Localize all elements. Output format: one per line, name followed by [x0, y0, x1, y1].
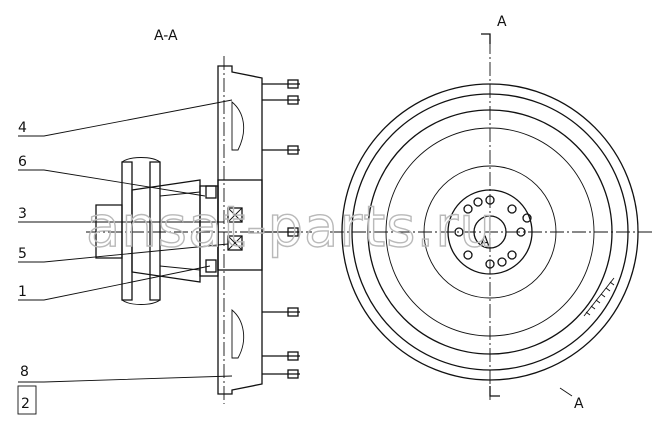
scale-marks: [583, 277, 615, 317]
cut-marker-bottom-tick: [489, 386, 500, 397]
section-title: A-A: [154, 28, 178, 44]
callout-6: 6: [18, 154, 27, 170]
section-view: A-A: [17, 28, 312, 415]
callout-3: 3: [18, 206, 27, 222]
cut-marker-top: A: [497, 14, 507, 30]
cut-arrow-bottom: [559, 387, 573, 397]
front-view: A A: [330, 14, 652, 412]
callout-4: 4: [18, 120, 27, 136]
callout-leaders: [17, 99, 233, 415]
callout-1: 1: [18, 284, 27, 300]
callout-5: 5: [18, 246, 27, 262]
center-marker: A: [480, 234, 490, 250]
cut-marker-bottom: A: [574, 396, 584, 412]
bearing-assembly: [199, 185, 243, 277]
wheel-plate-section: [217, 65, 263, 395]
callout-8: 8: [20, 364, 29, 380]
cut-marker-top-tick: [481, 33, 491, 44]
callout-2: 2: [21, 396, 30, 412]
watermark: ansat-parts.ru: [86, 195, 496, 260]
